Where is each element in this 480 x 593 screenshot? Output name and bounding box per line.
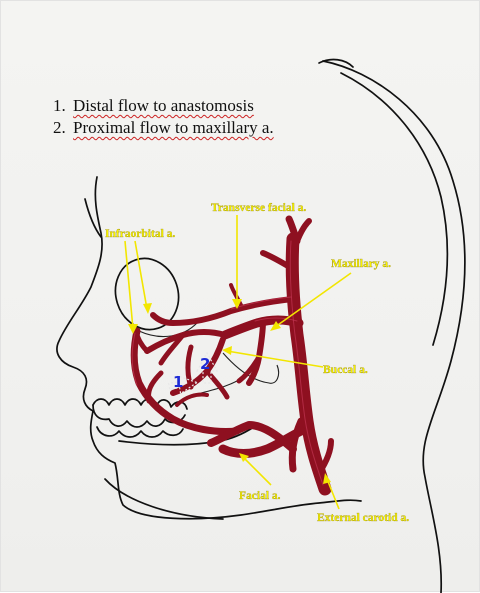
note-item: 1. Distal flow to anastomosis — [53, 95, 274, 117]
label-facial: Facial a. — [239, 490, 281, 502]
flow-marker-1: 1 — [173, 373, 183, 391]
label-external-carotid: External carotid a. — [317, 512, 409, 524]
label-maxillary: Maxillary a. — [331, 258, 391, 270]
label-buccal: Buccal a. — [323, 364, 368, 376]
label-transverse-facial: Transverse facial a. — [211, 202, 306, 214]
flow-marker-2: 2 — [200, 355, 210, 373]
artery-network — [132, 219, 331, 489]
note-number: 2. — [53, 117, 73, 139]
flow-notes: 1. Distal flow to anastomosis 2. Proxima… — [53, 95, 274, 139]
note-number: 1. — [53, 95, 73, 117]
note-item: 2. Proximal flow to maxillary a. — [53, 117, 274, 139]
note-text: Proximal flow to maxillary a. — [73, 117, 274, 139]
label-infraorbital: Infraorbital a. — [105, 228, 175, 240]
note-text: Distal flow to anastomosis — [73, 95, 254, 117]
